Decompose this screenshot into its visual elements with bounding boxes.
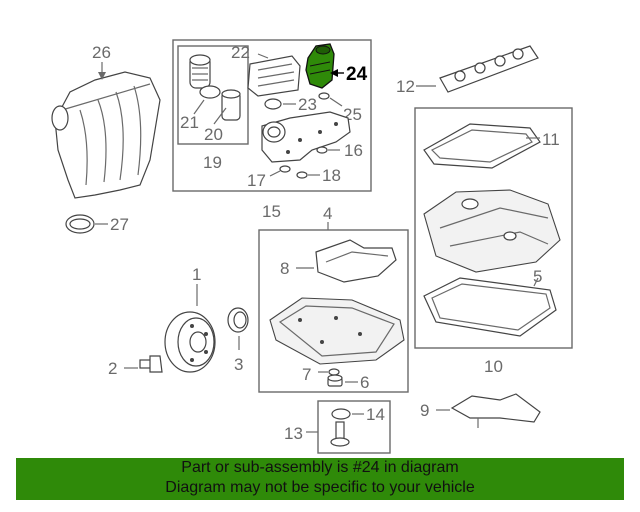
callout-13: 13	[284, 424, 303, 443]
front-seal-part-3[interactable]	[227, 307, 249, 333]
callout-19: 19	[203, 153, 222, 172]
oil-filter-element-part-20[interactable]	[221, 89, 241, 121]
callout-5: 5	[533, 267, 542, 286]
bracket-part-9[interactable]	[450, 393, 541, 428]
oil-filter-housing-part-15[interactable]	[261, 111, 351, 163]
callout-6: 6	[360, 373, 369, 392]
gasket-part-5[interactable]	[423, 277, 557, 337]
callout-14: 14	[366, 405, 385, 424]
seal-ring[interactable]	[199, 85, 221, 99]
seal-part-14[interactable]	[331, 408, 351, 420]
parts-diagram: 26 27 21 20 19 22 24 23 25	[51, 39, 573, 454]
crankshaft-pulley-part-1[interactable]	[164, 311, 216, 373]
callout-2: 2	[108, 359, 117, 378]
callout-17: 17	[247, 171, 266, 190]
oil-filter-cap-part-21[interactable]	[189, 54, 211, 89]
group-frame-4	[258, 229, 409, 393]
intake-manifold-part-26[interactable]	[51, 71, 161, 199]
upper-oil-pan[interactable]	[423, 189, 561, 273]
callout-12: 12	[396, 77, 415, 96]
o-ring-part-23[interactable]	[264, 98, 282, 110]
bolt-part-2[interactable]	[139, 355, 163, 373]
callout-22: 22	[231, 43, 250, 62]
group-frame-10	[414, 107, 573, 349]
sensor-part-24-highlighted[interactable]	[305, 43, 335, 89]
callout-24: 24	[346, 64, 368, 85]
callout-16: 16	[344, 141, 363, 160]
callout-20: 20	[204, 125, 223, 144]
callout-3: 3	[234, 355, 243, 374]
callout-21: 21	[180, 113, 199, 132]
seal-part-18[interactable]	[296, 171, 308, 179]
callout-15: 15	[262, 202, 281, 221]
callout-4: 4	[323, 204, 332, 223]
callout-26: 26	[92, 43, 111, 62]
group-frame-15	[172, 39, 372, 192]
callout-9: 9	[420, 401, 429, 420]
banner-line-1: Part or sub-assembly is #24 in diagram	[181, 459, 459, 476]
oil-pan-baffle-part-8[interactable]	[315, 239, 397, 283]
gasket-part-11[interactable]	[423, 123, 541, 169]
callout-10: 10	[484, 357, 503, 376]
banner-line-2: Diagram may not be specific to your vehi…	[165, 479, 475, 496]
drain-plug-part-6[interactable]	[327, 374, 343, 387]
lower-oil-pan[interactable]	[269, 297, 405, 365]
seal-part-16[interactable]	[316, 146, 328, 154]
info-banner: Part or sub-assembly is #24 in diagram D…	[16, 458, 624, 500]
callout-27: 27	[110, 215, 129, 234]
o-ring-part-25[interactable]	[318, 92, 330, 100]
oil-cooler-plate-part-22[interactable]	[247, 55, 301, 97]
callout-1: 1	[192, 265, 201, 284]
callout-8: 8	[280, 259, 289, 278]
callout-23: 23	[298, 95, 317, 114]
callout-18: 18	[322, 166, 341, 185]
group-frame-13	[317, 400, 391, 454]
callout-11: 11	[542, 130, 560, 149]
group-frame-19	[177, 45, 249, 145]
washer-part-7[interactable]	[328, 368, 340, 376]
callout-7: 7	[302, 365, 311, 384]
gasket-part-12[interactable]	[439, 45, 539, 93]
seal-part-17[interactable]	[279, 165, 291, 173]
drain-bolt-part-13[interactable]	[330, 421, 350, 447]
